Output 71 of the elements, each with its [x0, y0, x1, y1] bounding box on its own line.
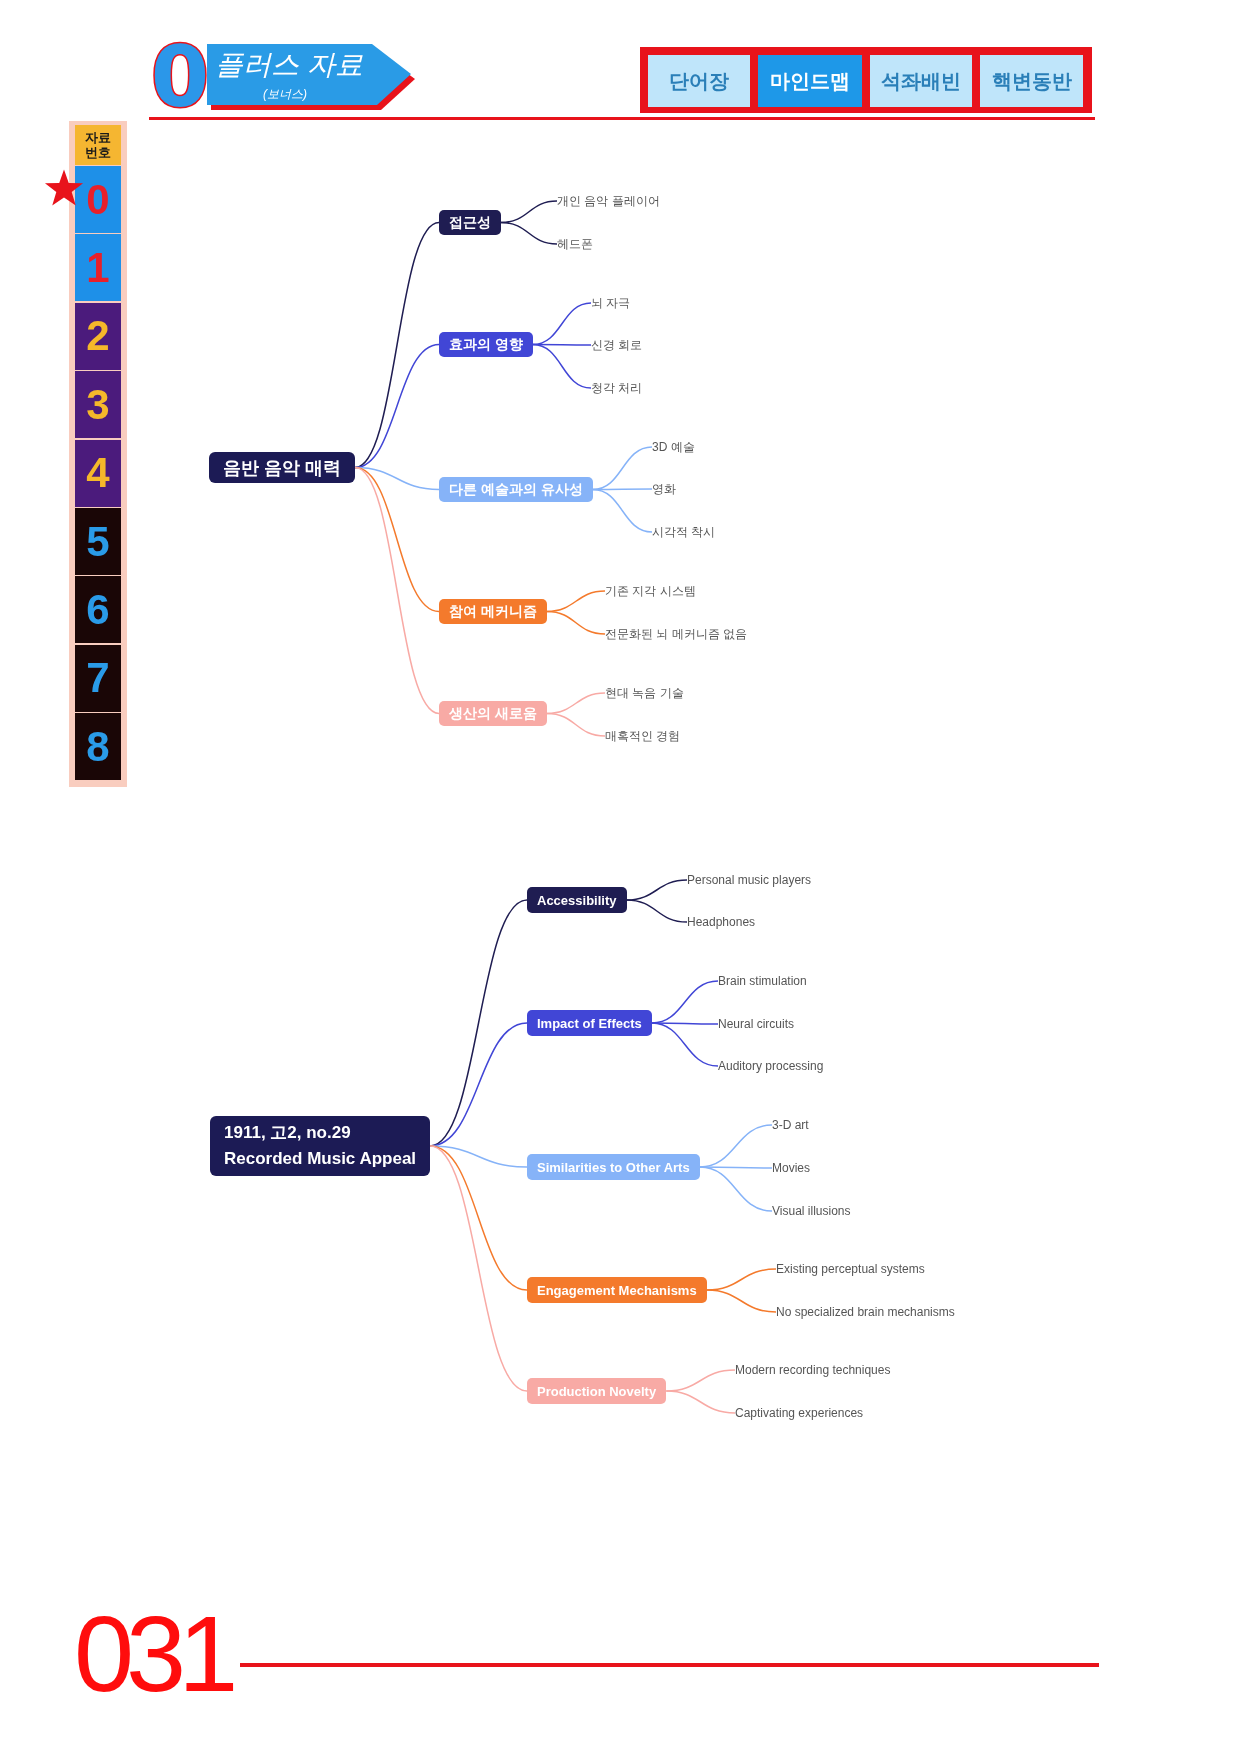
- tab: 마인드맵: [758, 55, 862, 107]
- number-cell: 4: [75, 439, 121, 507]
- number-cell: 5: [75, 508, 121, 575]
- root-topic: 음반 음악 매력: [209, 452, 355, 483]
- leaf-topic: Auditory processing: [718, 1058, 824, 1074]
- leaf-topic: Brain stimulation: [718, 973, 807, 989]
- leaf-topic: 기존 지각 시스템: [605, 583, 696, 599]
- tab: 석좌배빈: [870, 55, 972, 107]
- leaf-topic: 뇌 자극: [591, 295, 631, 311]
- number-cell: 6: [75, 576, 121, 644]
- leaf-topic: Modern recording techniques: [735, 1362, 891, 1378]
- number-cell: 2: [75, 302, 121, 370]
- branch-topic: 접근성: [439, 210, 501, 235]
- branch-line: [354, 466, 440, 715]
- branch-line: [698, 1166, 773, 1212]
- leaf-topic: Personal music players: [687, 872, 812, 888]
- topic-title: Recorded Music Appeal: [224, 1148, 417, 1170]
- topic-source: 1911, 고2, no.29: [224, 1122, 351, 1144]
- branch-line: [500, 221, 558, 245]
- leaf-topic: Existing perceptual systems: [776, 1261, 925, 1277]
- leaf-topic: 매혹적인 경험: [605, 728, 681, 744]
- tab: 핵변동반: [980, 55, 1083, 107]
- branch-topic: 생산의 새로움: [439, 701, 547, 726]
- leaf-topic: Headphones: [687, 914, 756, 930]
- branch-line: [429, 1145, 528, 1392]
- tab: 단어장: [648, 55, 750, 107]
- series-number: 0: [150, 40, 210, 114]
- leaf-topic: Captivating experiences: [735, 1405, 864, 1421]
- branch-line: [705, 1289, 777, 1313]
- branch-topic: Engagement Mechanisms: [527, 1277, 707, 1303]
- branch-line: [625, 899, 688, 923]
- leaf-topic: No specialized brain mechanisms: [776, 1304, 955, 1320]
- number-cell: 0: [75, 166, 121, 233]
- leaf-topic: Movies: [772, 1160, 810, 1176]
- branch-line: [592, 488, 653, 533]
- leaf-topic: 시각적 착시: [652, 524, 716, 540]
- leaf-topic: 신경 회로: [591, 337, 643, 353]
- leaf-topic: 헤드폰: [557, 236, 593, 252]
- leaf-topic: 청각 처리: [591, 380, 643, 396]
- leaf-topic: 3-D art: [772, 1117, 809, 1133]
- root-topic: [210, 1116, 431, 1176]
- leaf-topic: 현대 녹음 기술: [605, 685, 684, 701]
- page-number: 031: [74, 1600, 231, 1708]
- leaf-topic: Visual illusions: [772, 1203, 851, 1219]
- branch-topic: 다른 예술과의 유사성: [439, 477, 593, 502]
- branch-topic: Similarities to Other Arts: [527, 1154, 700, 1180]
- number-cell: 1: [75, 234, 121, 302]
- leaf-topic: 전문화된 뇌 메커니즘 없음: [605, 626, 747, 642]
- column-header: 자료 번호: [75, 125, 121, 165]
- branch-topic: 효과의 영향: [439, 332, 533, 357]
- leaf-topic: 영화: [652, 481, 676, 497]
- leaf-topic: 개인 음악 플레이어: [557, 193, 660, 209]
- branch-topic: Production Novelty: [527, 1378, 667, 1404]
- leaf-topic: Neural circuits: [718, 1016, 795, 1032]
- branch-topic: Accessibility: [527, 887, 627, 913]
- number-cell: 7: [75, 644, 121, 712]
- branch-line: [651, 1022, 719, 1067]
- banner-subtitle: (보너스): [263, 88, 307, 102]
- branch-line: [546, 610, 606, 635]
- branch-topic: Impact of Effects: [527, 1010, 652, 1036]
- branch-line: [354, 221, 440, 469]
- branch-topic: 참여 메커니즘: [439, 599, 547, 624]
- banner-title: 플러스 자료: [215, 50, 363, 81]
- leaf-topic: 3D 예술: [652, 439, 695, 455]
- branch-line: [665, 1390, 736, 1414]
- number-cell: 8: [75, 713, 121, 781]
- number-cell: 3: [75, 371, 121, 439]
- branch-line: [429, 1145, 528, 1291]
- branch-line: [546, 712, 606, 737]
- title-banner: [207, 44, 415, 110]
- branch-line: [532, 343, 592, 389]
